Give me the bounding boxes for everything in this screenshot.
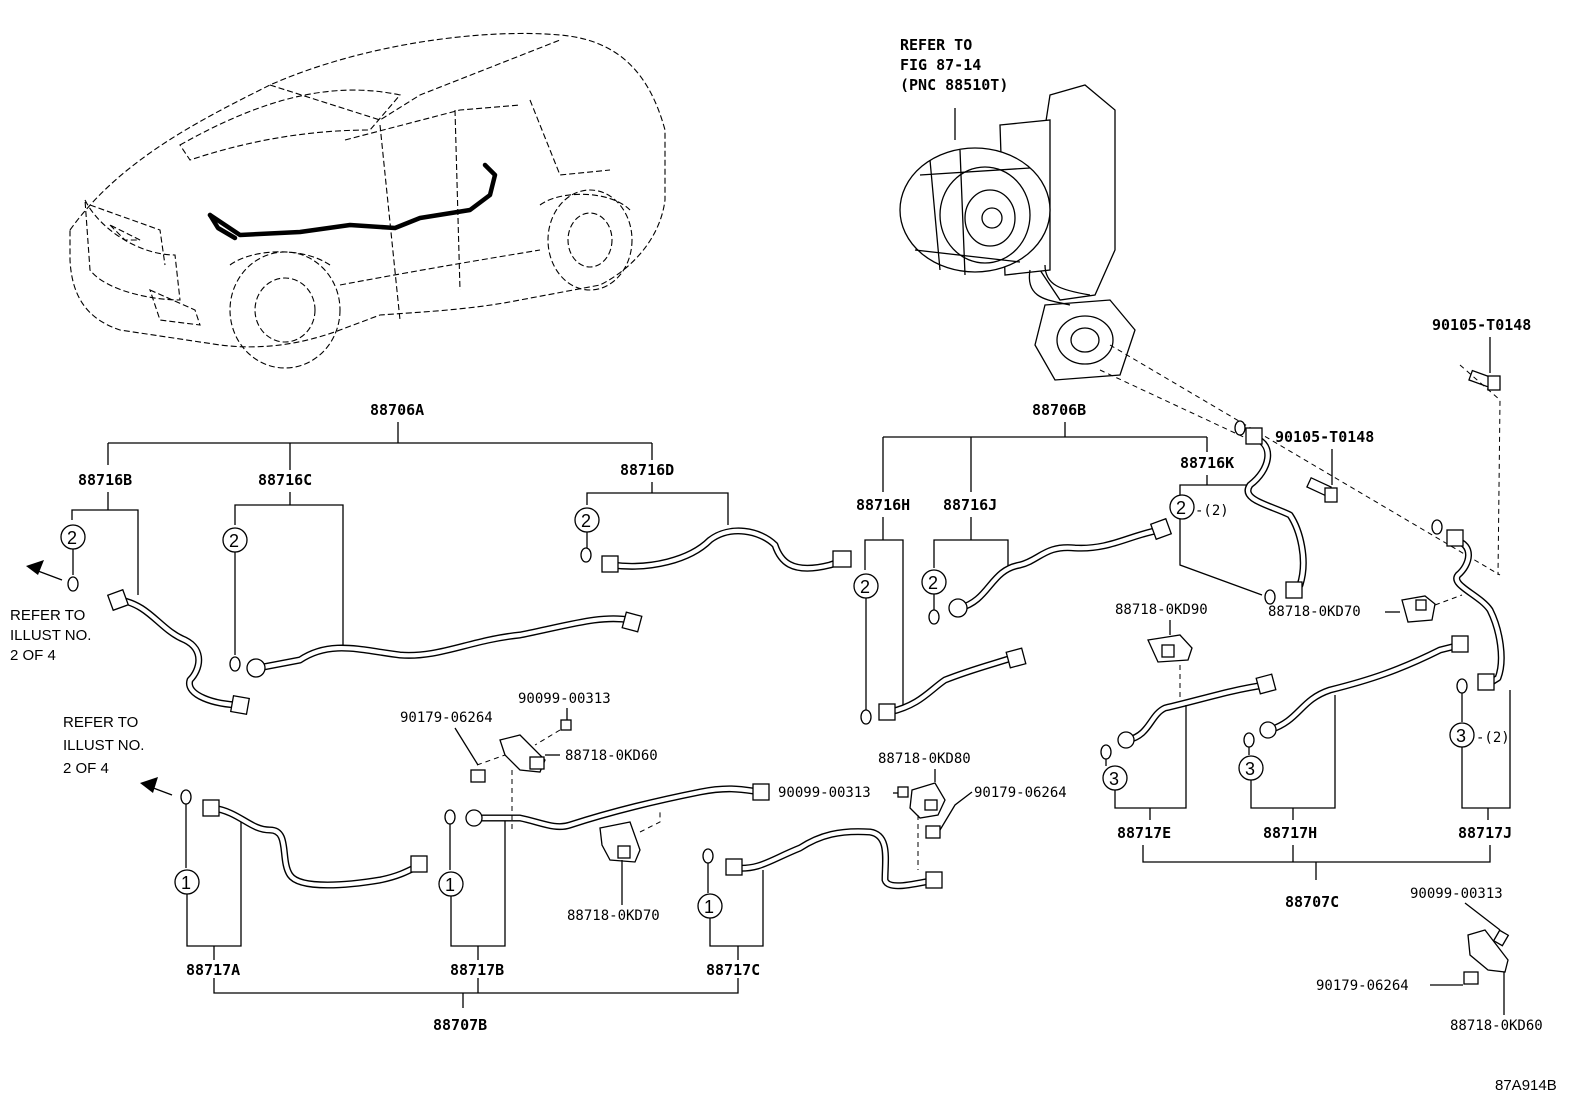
qty-2: -(2) xyxy=(1195,503,1229,519)
label-kd70-mid: 88718-0KD70 xyxy=(567,908,660,924)
callout-1: 1 xyxy=(704,897,714,917)
label-88706B: 88706B xyxy=(1032,401,1086,419)
callout-2: 2 xyxy=(67,528,77,548)
label-88717A: 88717A xyxy=(186,961,240,979)
label-88716B: 88716B xyxy=(78,471,132,489)
refer-fig-line2: FIG 87-14 xyxy=(900,56,981,74)
screw-90099-00313-b[interactable] xyxy=(897,786,909,798)
callout-2: 2 xyxy=(1176,498,1186,518)
refer-illust-bottom-line2: ILLUST NO. xyxy=(63,737,144,754)
pipe-88716H[interactable] xyxy=(878,647,1027,721)
label-88706A: 88706A xyxy=(370,401,424,419)
refer-fig-line3: (PNC 88510T) xyxy=(900,76,1008,94)
refer-illust-top-line2: ILLUST NO. xyxy=(10,627,91,644)
callout-2: 2 xyxy=(928,573,938,593)
label-bolt-top: 90105-T0148 xyxy=(1432,316,1531,334)
label-screw-a: 90099-00313 xyxy=(518,691,611,707)
pipe-88717C[interactable] xyxy=(725,828,943,890)
refer-illust-bottom-line3: 2 OF 4 xyxy=(63,760,109,777)
label-kd70-right: 88718-0KD70 xyxy=(1268,604,1361,620)
label-88707B: 88707B xyxy=(433,1016,487,1034)
label-88716K: 88716K xyxy=(1180,454,1234,472)
clamp-88718-0KD60-mid[interactable] xyxy=(499,734,546,773)
label-screw-b: 90099-00313 xyxy=(778,785,871,801)
label-88717E: 88717E xyxy=(1117,824,1171,842)
clamp-88718-0KD70-right[interactable] xyxy=(1401,595,1436,623)
pipe-88716J[interactable] xyxy=(948,517,1173,618)
refer-illust-top-line3: 2 OF 4 xyxy=(10,647,56,664)
label-88717J: 88717J xyxy=(1458,824,1512,842)
label-88716D: 88716D xyxy=(620,461,674,479)
clamp-88718-0KD60-bottom-right[interactable] xyxy=(1463,929,1510,985)
label-nut-a: 90179-06264 xyxy=(400,710,493,726)
pipe-88717B[interactable] xyxy=(465,783,770,831)
label-kd90: 88718-0KD90 xyxy=(1115,602,1208,618)
callout-2: 2 xyxy=(860,577,870,597)
pipe-88717A[interactable] xyxy=(202,799,428,889)
qty-2: -(2) xyxy=(1476,730,1510,746)
callout-2: 2 xyxy=(229,531,239,551)
label-screw-c: 90099-00313 xyxy=(1410,886,1503,902)
label-88717H: 88717H xyxy=(1263,824,1317,842)
clamp-88718-0KD70-mid[interactable] xyxy=(599,821,641,863)
pipe-88717E[interactable] xyxy=(1117,673,1277,749)
clamp-88718-0KD80[interactable] xyxy=(909,782,946,839)
bolt-90105-T0148-mid[interactable] xyxy=(1306,476,1338,503)
label-kd80: 88718-0KD80 xyxy=(878,751,971,767)
callout-3: 3 xyxy=(1109,769,1119,789)
heater-blower-unit xyxy=(899,84,1136,381)
pipe-88716K[interactable] xyxy=(1234,420,1307,599)
callout-3: 3 xyxy=(1245,759,1255,779)
label-kd60-mid: 88718-0KD60 xyxy=(565,748,658,764)
pipe-88717J[interactable] xyxy=(1431,519,1505,691)
pipe-88716D[interactable] xyxy=(601,527,852,573)
label-88717C: 88717C xyxy=(706,961,760,979)
label-bolt-mid: 90105-T0148 xyxy=(1275,428,1374,446)
vehicle-illustration xyxy=(69,32,666,369)
label-88716C: 88716C xyxy=(258,471,312,489)
callout-1: 1 xyxy=(181,873,191,893)
refer-fig-line1: REFER TO xyxy=(900,36,972,54)
diagram-id: 87A914B xyxy=(1495,1077,1557,1094)
label-nut-c: 90179-06264 xyxy=(1316,978,1409,994)
callout-3: 3 xyxy=(1456,726,1466,746)
pipe-88717H[interactable] xyxy=(1259,635,1469,739)
label-nut-b: 90179-06264 xyxy=(974,785,1067,801)
label-88717B: 88717B xyxy=(450,961,504,979)
clamp-88718-0KD90[interactable] xyxy=(1147,634,1193,663)
screw-90099-00313-a[interactable] xyxy=(560,719,572,731)
bolt-90105-T0148-top[interactable] xyxy=(1468,369,1501,391)
refer-illust-top-line1: REFER TO xyxy=(10,607,85,624)
label-kd60-br: 88718-0KD60 xyxy=(1450,1018,1543,1034)
label-88707C: 88707C xyxy=(1285,893,1339,911)
label-88716H: 88716H xyxy=(856,496,910,514)
nut-90179-06264-a[interactable] xyxy=(470,769,486,783)
callout-1: 1 xyxy=(445,875,455,895)
pipe-88716B[interactable] xyxy=(106,588,251,716)
callout-2: 2 xyxy=(581,511,591,531)
label-88716J: 88716J xyxy=(943,496,997,514)
pipe-88716C[interactable] xyxy=(246,611,643,678)
refer-illust-bottom-line1: REFER TO xyxy=(63,714,138,731)
